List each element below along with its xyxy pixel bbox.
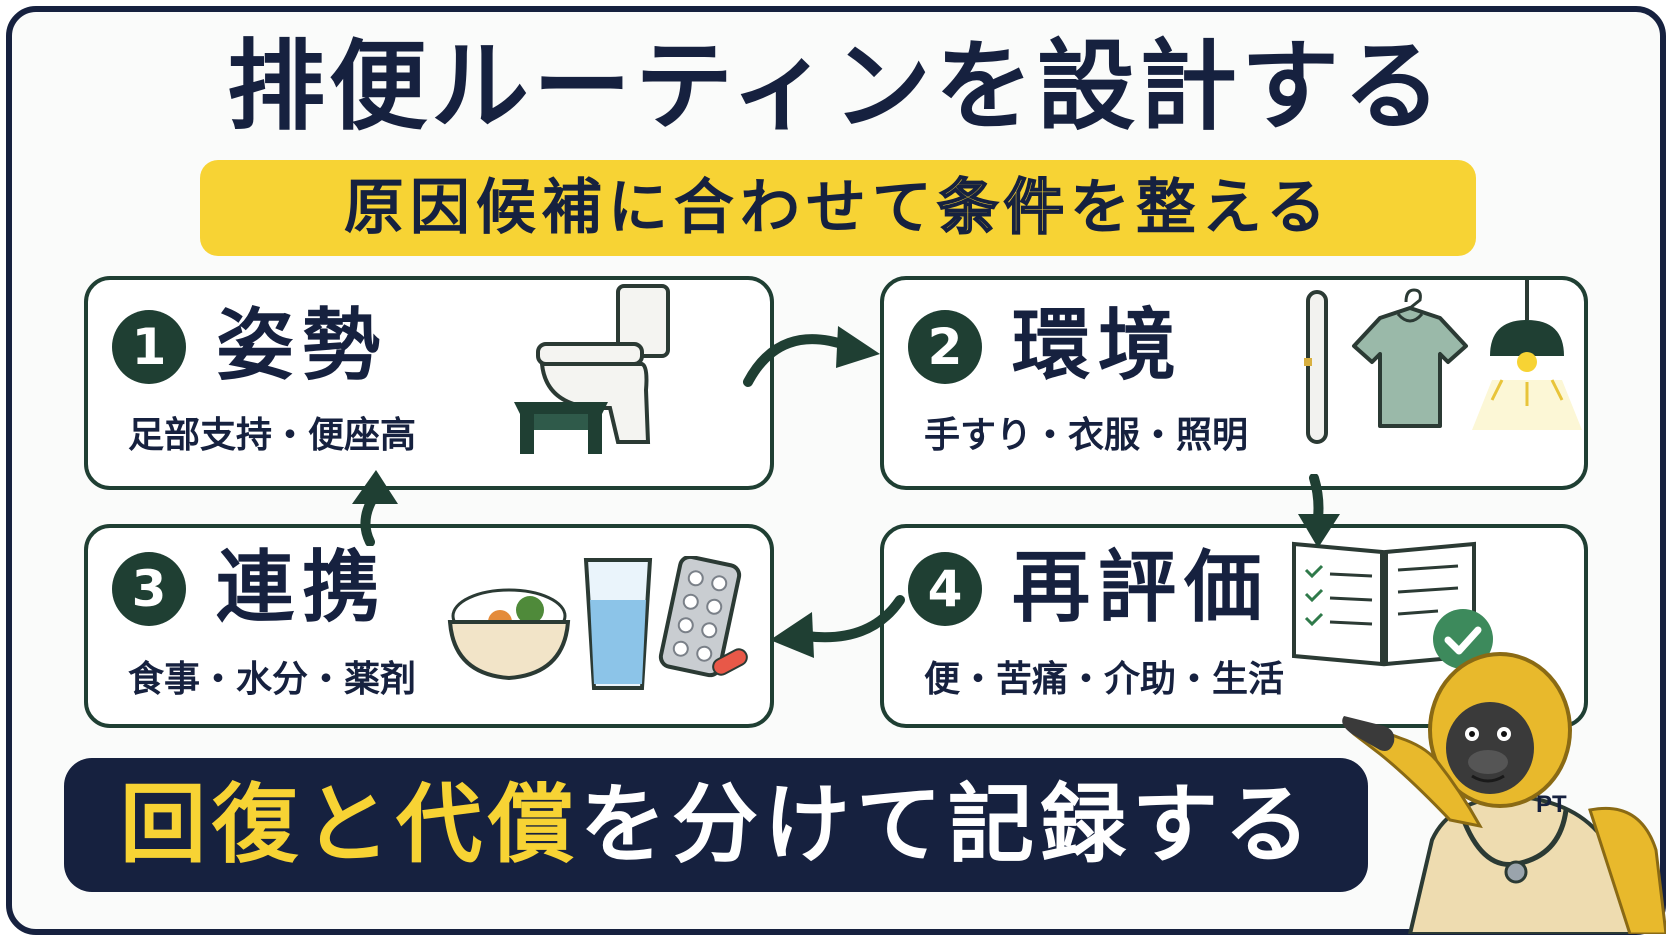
subtitle-banner: 原因候補に合わせて条件を整える <box>200 160 1476 256</box>
shirt-icon <box>1352 288 1468 428</box>
step-number: 3 <box>112 552 186 626</box>
step-detail: 足部支持・便座高 <box>128 415 417 456</box>
arrow-3-to-1 <box>352 470 398 546</box>
arrow-2-to-4 <box>1298 474 1340 548</box>
lamp-icon <box>1472 280 1582 430</box>
step-card-collaboration: 3 連携 食事・水分・薬剤 <box>84 524 774 728</box>
gorilla-therapist-mascot: PT <box>1342 652 1666 934</box>
step-card-environment: 2 環境 手すり・衣服・照明 <box>880 276 1588 490</box>
step-heading: 姿勢 <box>216 301 389 391</box>
toilet-icon <box>536 284 670 444</box>
step-detail: 食事・水分・薬剤 <box>128 659 417 700</box>
meal-bowl-icon <box>447 588 571 681</box>
subtitle-before: 原因候補に合わせて <box>343 173 938 243</box>
step-number: 1 <box>112 310 186 384</box>
arrow-1-to-2 <box>743 326 880 387</box>
subtitle-highlight: 条件 <box>937 172 1070 244</box>
bottom-highlight: 回復と代償 <box>120 775 580 875</box>
step-heading: 環境 <box>1012 301 1185 391</box>
step-number: 2 <box>908 310 982 384</box>
bottom-banner: 回復と代償を分けて記録する <box>64 758 1368 892</box>
footstool-icon <box>514 402 608 454</box>
step-heading: 連携 <box>216 543 389 633</box>
arrow-4-to-3 <box>770 595 905 658</box>
water-glass-icon <box>583 558 653 690</box>
step-card-posture: 1 姿勢 足部支持・便座高 <box>84 276 774 490</box>
page-title: 排便ルーティンを設計する <box>226 30 1446 144</box>
check-badge-icon <box>1433 609 1493 669</box>
handrail-icon <box>1304 290 1328 444</box>
step-detail: 手すり・衣服・照明 <box>924 415 1249 456</box>
step-number: 4 <box>908 552 982 626</box>
bottom-text: 回復と代償を分けて記録する <box>120 758 1316 892</box>
subtitle-after: を整える <box>1069 173 1333 243</box>
step-detail: 便・苦痛・介助・生活 <box>924 659 1285 700</box>
pill-pack-icon <box>658 556 748 678</box>
bottom-rest: を分けて記録する <box>580 775 1316 875</box>
step-heading: 再評価 <box>1012 543 1271 633</box>
mascot-badge: PT <box>1536 791 1567 818</box>
